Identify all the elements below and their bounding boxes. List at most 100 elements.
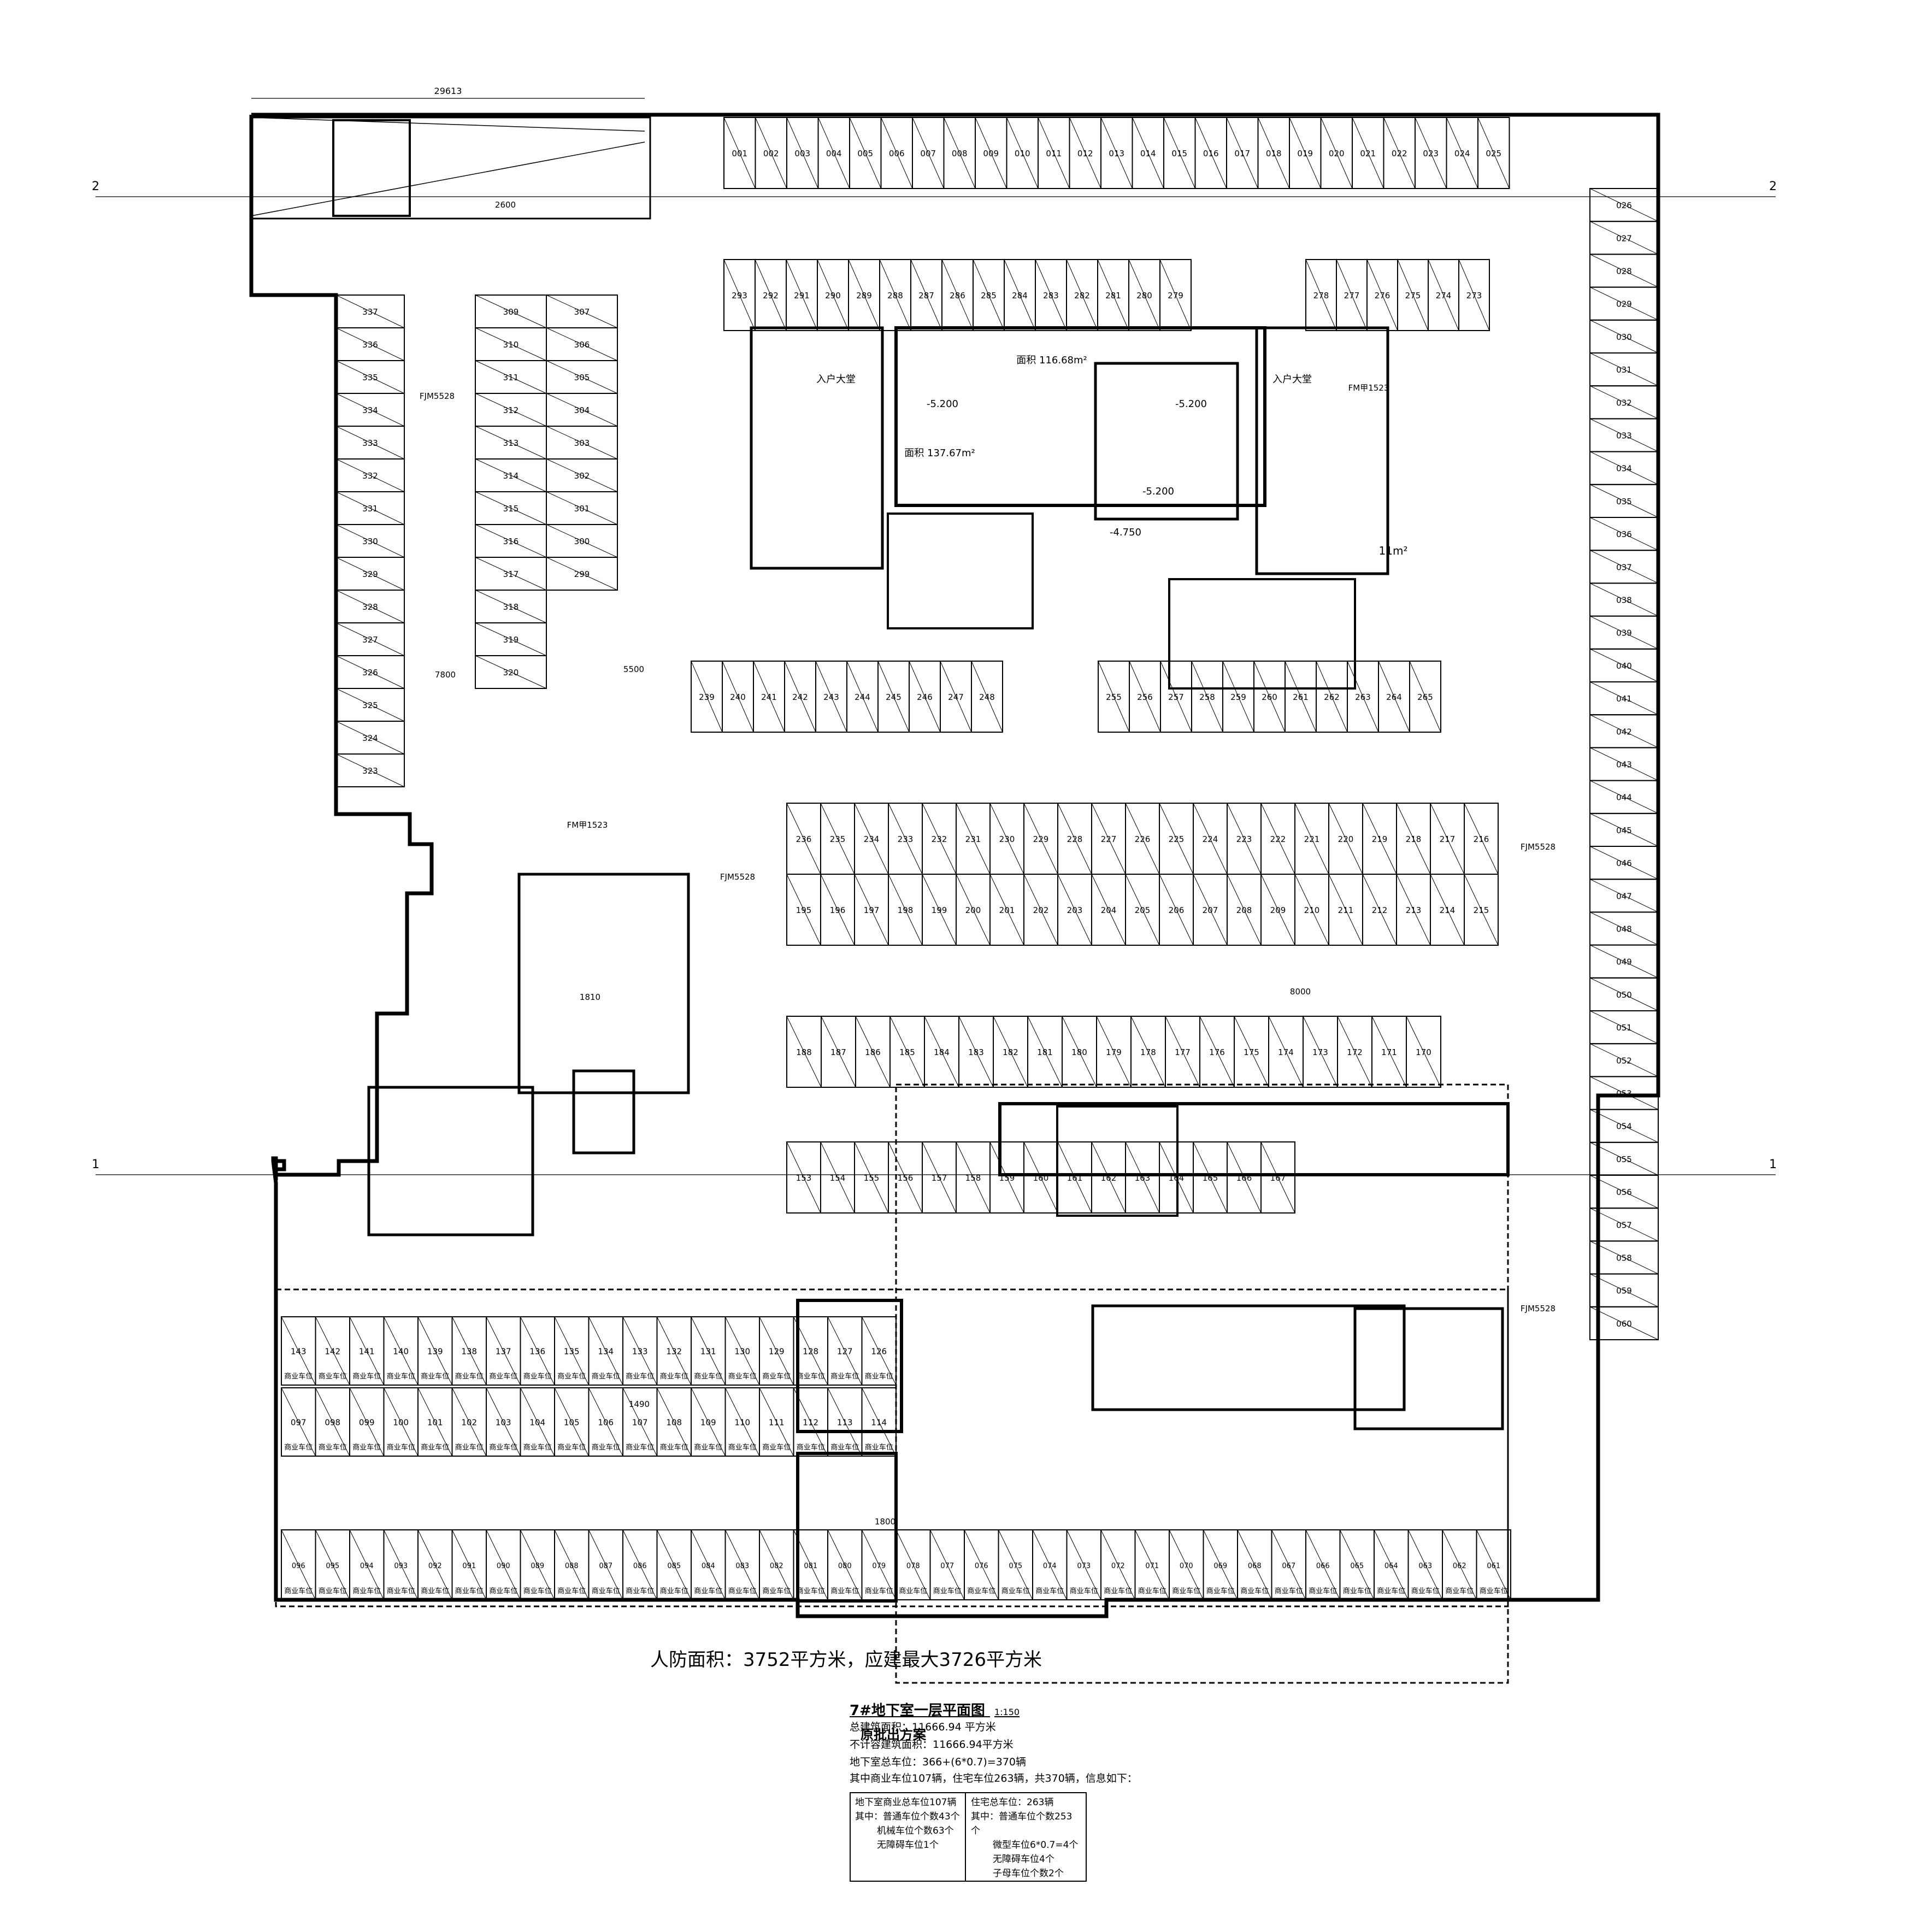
parking-stall: 241	[753, 661, 785, 733]
stall-number: 165	[1203, 1173, 1218, 1183]
stall-number: 311	[503, 373, 519, 382]
stall-number: 284	[1012, 291, 1028, 301]
dimension-label: 2600	[495, 200, 516, 210]
parking-stall: 285	[973, 259, 1005, 331]
stall-number: 102	[461, 1418, 477, 1428]
parking-stall: 336	[335, 327, 405, 361]
stall-number: 022	[1392, 149, 1407, 158]
plan-structure	[96, 98, 1776, 1684]
stall-type-label: 商业车位	[1309, 1587, 1337, 1595]
parking-stall: 024	[1446, 117, 1478, 189]
stall-number: 014	[1140, 149, 1156, 158]
stall-number: 081	[804, 1562, 817, 1570]
parking-stall: 274	[1428, 259, 1459, 331]
stall-number: 018	[1266, 149, 1282, 158]
parking-stall: 153	[786, 1141, 821, 1214]
core-box	[572, 1069, 635, 1155]
parking-stall: 046	[1589, 846, 1659, 880]
stall-number: 041	[1616, 694, 1632, 704]
stall-number: 332	[362, 471, 378, 481]
stall-number: 108	[666, 1418, 682, 1428]
drawing-subtitle: 原批出方案	[861, 1727, 926, 1742]
parking-stall: 198	[888, 874, 923, 946]
stall-number: 033	[1616, 431, 1632, 441]
stall-number: 320	[503, 668, 519, 678]
stall-number: 264	[1386, 692, 1402, 702]
parking-stall: 030	[1589, 319, 1659, 354]
room-label-door_fjm: FJM5528	[1521, 1304, 1556, 1313]
core-box	[1094, 362, 1239, 521]
stall-type-label: 商业车位	[489, 1587, 517, 1595]
parking-stall: 019	[1289, 117, 1322, 189]
stat-total-parking: 地下室总车位：366+(6*0.7)=370辆	[850, 1756, 1027, 1768]
parking-stall: 313	[475, 426, 547, 460]
parking-stall: 003	[786, 117, 819, 189]
stall-number: 098	[325, 1418, 340, 1428]
stall-number: 235	[830, 834, 846, 844]
parking-stall: 051	[1589, 1010, 1659, 1045]
stall-number: 172	[1347, 1047, 1363, 1057]
core-box	[750, 326, 884, 570]
stall-number: 100	[393, 1418, 409, 1428]
stall-number: 038	[1616, 596, 1632, 605]
stall-number: 015	[1171, 149, 1187, 158]
parking-stall: 034	[1589, 451, 1659, 485]
parking-stall: 059	[1589, 1273, 1659, 1307]
stall-type-label: 商业车位	[626, 1443, 654, 1452]
stall-number: 163	[1135, 1173, 1151, 1183]
parking-stall: 234	[854, 803, 889, 875]
stall-number: 032	[1616, 398, 1632, 408]
stall-number: 196	[830, 905, 846, 915]
parking-stall: 213	[1396, 874, 1431, 946]
parking-stall: 159	[989, 1141, 1024, 1214]
stat-total-area: 总建筑面积：11666.94 平方米	[850, 1721, 996, 1733]
stall-number: 127	[837, 1347, 853, 1357]
civil-defense-zone	[275, 1288, 1509, 1607]
stall-number: 003	[794, 149, 810, 158]
stall-type-label: 商业车位	[1411, 1587, 1440, 1595]
stall-type-label: 商业车位	[421, 1587, 449, 1595]
stall-type-label: 商业车位	[1035, 1587, 1064, 1595]
stall-number: 112	[803, 1418, 818, 1428]
stall-number: 222	[1270, 834, 1286, 844]
stall-type-label: 商业车位	[830, 1443, 859, 1452]
parking-stall: 306	[546, 327, 618, 361]
stall-number: 225	[1169, 834, 1185, 844]
parking-stall: 337	[335, 294, 405, 328]
parking-stall: 239	[691, 661, 723, 733]
stall-number: 240	[730, 692, 746, 702]
stall-number: 047	[1616, 891, 1632, 901]
stall-number: 132	[666, 1347, 682, 1357]
room-label-lobby: 入户大堂	[816, 374, 856, 385]
parking-stall: 055	[1589, 1141, 1659, 1176]
parking-stall: 047	[1589, 879, 1659, 913]
stall-number: 091	[462, 1562, 476, 1570]
stall-number: 325	[362, 700, 378, 710]
stall-number: 330	[362, 537, 378, 546]
room-label-elevation: -5.200	[927, 398, 958, 410]
parking-stall: 283	[1035, 259, 1067, 331]
stall-type-label: 商业车位	[728, 1443, 757, 1452]
parking-stall: 245	[877, 661, 910, 733]
parking-stall: 325	[335, 688, 405, 722]
parking-stall: 015	[1163, 117, 1196, 189]
stall-number: 305	[574, 373, 590, 382]
commercial-line1: 其中：普通车位个数43个	[855, 1811, 960, 1822]
stall-number: 242	[792, 692, 808, 702]
stall-number: 217	[1440, 834, 1456, 844]
stall-type-label: 商业车位	[797, 1443, 825, 1452]
stall-number: 187	[830, 1047, 846, 1057]
ramp-core	[332, 119, 411, 217]
room-label-door_fjm: FJM5528	[720, 872, 755, 882]
stall-number: 273	[1466, 291, 1482, 301]
